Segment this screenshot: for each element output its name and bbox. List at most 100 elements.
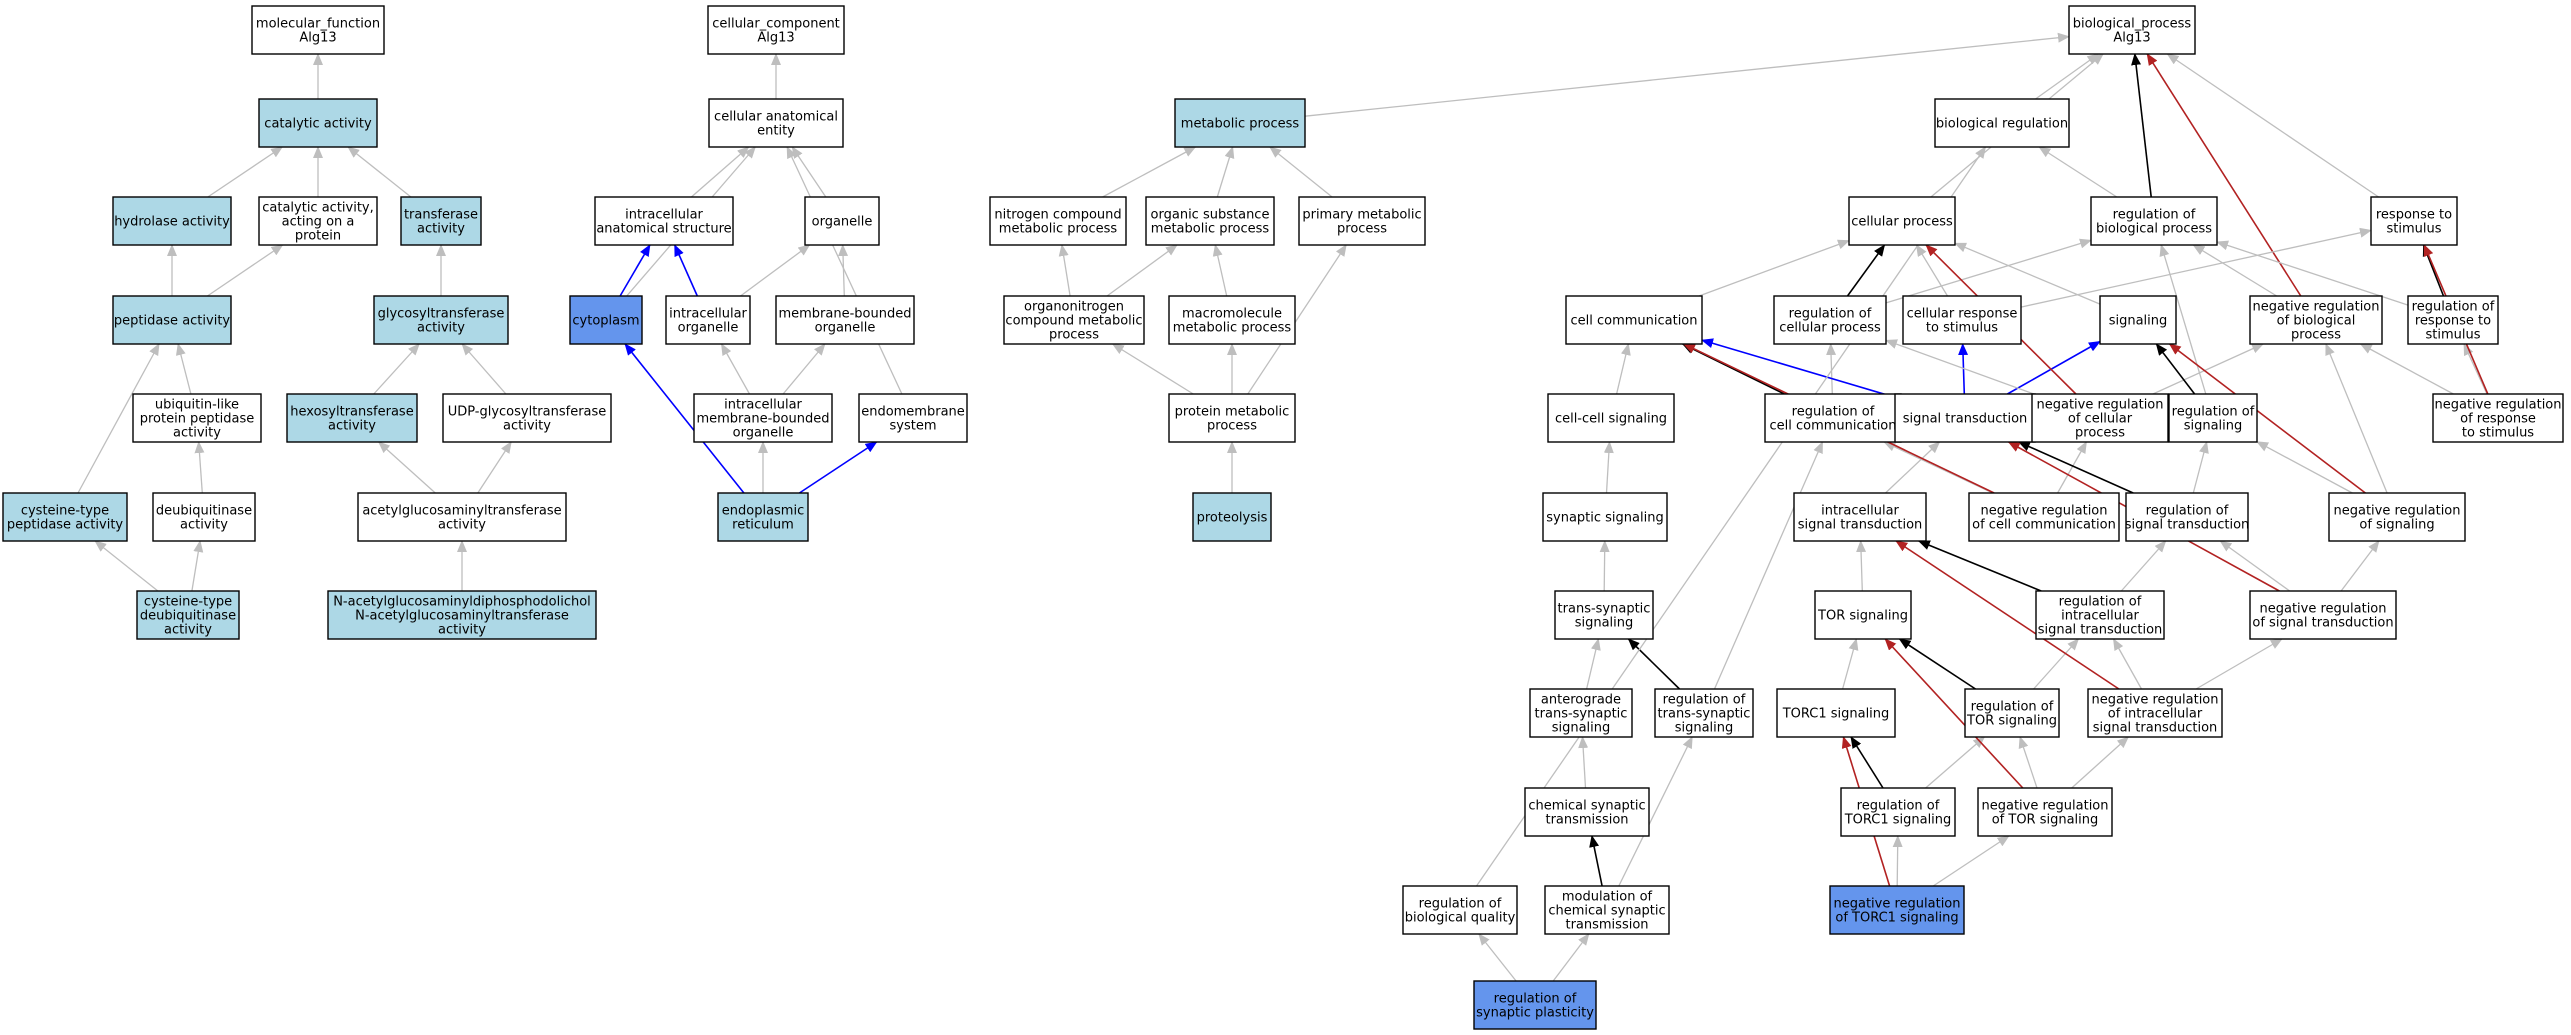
node-torc1-sig[interactable]: TORC1 signaling bbox=[1776, 688, 1896, 738]
node-label-line: glycosyltransferase bbox=[378, 307, 505, 322]
edge-organic-to-metabolic bbox=[1216, 146, 1235, 198]
node-catalytic[interactable]: catalytic activity bbox=[258, 98, 378, 148]
node-tor-sig[interactable]: TOR signaling bbox=[1814, 590, 1912, 640]
node-label-line: to stimulus bbox=[1926, 321, 1998, 336]
node-box bbox=[858, 393, 968, 443]
node-box bbox=[1192, 492, 1272, 542]
edge-neg_reg_signaling-to-neg_reg_bio bbox=[2325, 343, 2388, 494]
node-cell-comm[interactable]: cell communication bbox=[1565, 295, 1703, 345]
node-label-line: metabolic process bbox=[1151, 222, 1270, 237]
edge-intra_org-to-organelle bbox=[740, 244, 811, 297]
node-bio-reg[interactable]: biological regulation bbox=[1934, 98, 2070, 148]
node-cell-proc[interactable]: cellular process bbox=[1848, 196, 1956, 246]
node-label-line: catalytic activity bbox=[264, 117, 372, 132]
node-label-line: organelle bbox=[812, 215, 873, 230]
node-label-line: signal transduction bbox=[1903, 412, 2028, 427]
node-sig-trans[interactable]: signal transduction bbox=[1894, 393, 2036, 443]
node-organelle[interactable]: organelle bbox=[804, 196, 880, 246]
node-label-line: cellular anatomical bbox=[714, 110, 838, 125]
node-label-line: to stimulus bbox=[2462, 426, 2534, 441]
node-metabolic[interactable]: metabolic process bbox=[1174, 98, 1306, 148]
node-label-line: regulation of bbox=[1494, 992, 1577, 1007]
node-peptidase[interactable]: peptidase activity bbox=[112, 295, 232, 345]
edge-neg_reg_tor-to-neg_reg_intra bbox=[2071, 736, 2130, 789]
node-label-line: deubiquitinase bbox=[140, 609, 236, 624]
node-box bbox=[2068, 5, 2196, 55]
node-cc-signaling[interactable]: cell-cell signaling bbox=[1547, 393, 1675, 443]
edge-acetylglc-to-hexosyl bbox=[377, 441, 436, 494]
node-box bbox=[665, 295, 751, 345]
node-label-line: UDP-glycosyltransferase bbox=[448, 405, 607, 420]
node-label-line: cellular response bbox=[1907, 307, 2018, 322]
edge-reg_sig_trans-to-reg_signaling bbox=[2192, 441, 2209, 494]
node-label-line: biological_process bbox=[2073, 17, 2192, 32]
edge-imbo-to-intra_org bbox=[720, 343, 751, 395]
node-syn-sig[interactable]: synaptic signaling bbox=[1542, 492, 1668, 542]
node-box bbox=[1145, 196, 1275, 246]
node-signaling[interactable]: signaling bbox=[2099, 295, 2177, 345]
edge-neg_reg_intra-to-intra_sig bbox=[1895, 540, 2120, 690]
node-hydrolase[interactable]: hydrolase activity bbox=[112, 196, 232, 246]
node-box bbox=[1554, 590, 1654, 640]
node-label-line: acetylglucosaminyltransferase bbox=[362, 504, 561, 519]
node-cytoplasm[interactable]: cytoplasm bbox=[569, 295, 643, 345]
node-label-line: synaptic plasticity bbox=[1476, 1006, 1594, 1021]
node-proteolysis[interactable]: proteolysis bbox=[1192, 492, 1272, 542]
node-nacetyl[interactable]: N-acetylglucosaminyldiphosphodolicholN-a… bbox=[327, 590, 597, 640]
